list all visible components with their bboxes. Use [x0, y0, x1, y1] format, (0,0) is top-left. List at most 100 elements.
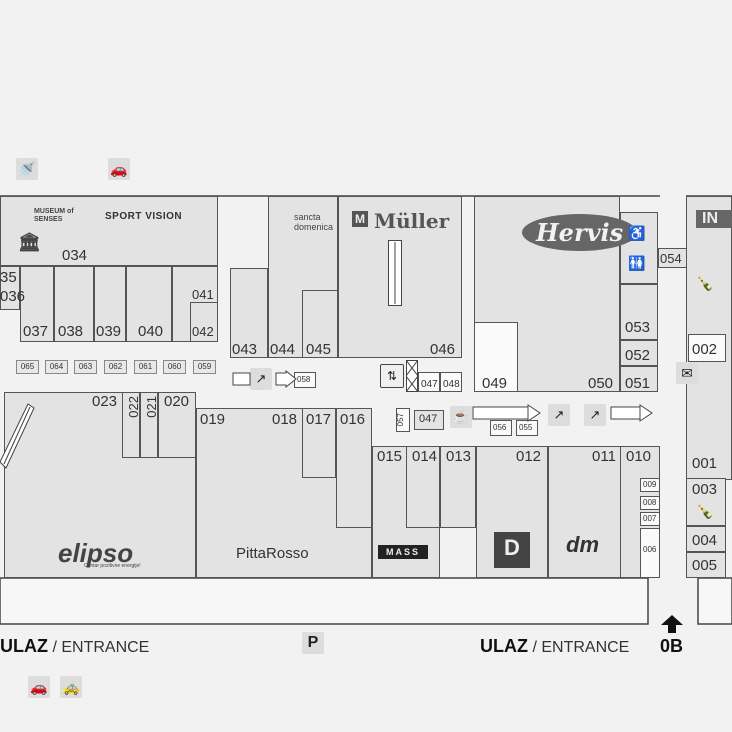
store-number: 052 — [625, 347, 651, 364]
store-017[interactable] — [302, 408, 336, 478]
store-040[interactable] — [126, 266, 172, 342]
store-number: 049 — [482, 375, 508, 392]
store-number: 004 — [692, 532, 718, 549]
store-number: 041 — [192, 287, 214, 302]
store-008[interactable] — [640, 496, 660, 510]
kiosk-065[interactable]: 065 — [16, 360, 39, 374]
store-035-036[interactable] — [0, 266, 20, 310]
store-number: 011 — [592, 448, 616, 465]
store-number: 053 — [625, 319, 651, 336]
store-037[interactable] — [20, 266, 54, 342]
store-number: 002 — [692, 341, 718, 358]
store-number: 016 — [340, 411, 366, 428]
store-number: 051 — [625, 375, 651, 392]
store-number: 012 — [516, 448, 542, 465]
store-number: 020 — [164, 393, 190, 410]
kiosk-062[interactable]: 062 — [104, 360, 127, 374]
store-038[interactable] — [54, 266, 94, 342]
entrance-corridor-right — [697, 577, 732, 625]
store-number: 036 — [0, 288, 26, 305]
store-number: 003 — [692, 481, 718, 498]
store-002[interactable] — [688, 334, 726, 362]
store-number: 008 — [643, 498, 657, 507]
arrow-up-icon — [661, 615, 683, 633]
store-number: 007 — [643, 514, 657, 523]
store-009[interactable] — [640, 478, 660, 492]
kiosk-064[interactable]: 064 — [45, 360, 68, 374]
brand-sport-vision: SPORT VISION — [105, 211, 183, 222]
taxi-icon: 🚕 — [60, 676, 82, 698]
bottles-icon: 🍾 — [696, 502, 714, 519]
store-043[interactable] — [230, 268, 268, 358]
store-049-inner — [474, 322, 518, 392]
kiosk-061[interactable]: 061 — [134, 360, 157, 374]
coffee-icon: ☕ — [450, 406, 472, 428]
store-number: 056 — [493, 423, 507, 432]
store-057[interactable] — [396, 408, 410, 432]
store-039[interactable] — [94, 266, 126, 342]
store-047[interactable] — [418, 372, 440, 392]
brand-mass: MASS — [378, 545, 429, 559]
store-020[interactable] — [158, 392, 196, 458]
store-007[interactable] — [640, 512, 660, 526]
kiosk-060[interactable]: 060 — [163, 360, 186, 374]
kiosk-063[interactable]: 063 — [74, 360, 97, 374]
store-006[interactable] — [640, 528, 660, 578]
store-number: 013 — [446, 448, 472, 465]
store-number: 040 — [138, 323, 164, 340]
store-number: 009 — [643, 480, 657, 489]
store-number: 037 — [23, 323, 49, 340]
store-number: 034 — [62, 247, 88, 264]
store-number: 044 — [270, 341, 296, 358]
store-047b[interactable] — [414, 410, 444, 430]
store-number: 018 — [272, 411, 298, 428]
store-004[interactable] — [686, 526, 726, 552]
brand-dm: dm — [566, 532, 599, 557]
store-number: 019 — [200, 411, 226, 428]
store-052[interactable] — [620, 340, 658, 366]
muller-logo-icon: M — [352, 211, 368, 227]
store-number: 047 — [419, 413, 438, 425]
stairs-icon — [406, 360, 418, 392]
store-number: 014 — [412, 448, 438, 465]
entrance-left-sub: / ENTRANCE — [48, 639, 150, 656]
entrance-left-label: ULAZ / ENTRANCE — [0, 636, 149, 657]
wheelchair-icon: ♿ — [628, 224, 646, 241]
store-003[interactable] — [686, 478, 726, 526]
store-number: 001 — [692, 455, 718, 472]
store-021[interactable] — [140, 392, 158, 458]
store-number: 005 — [692, 557, 718, 574]
escalator-icon: ↗ — [548, 404, 570, 426]
arrow-right-icon — [275, 370, 297, 388]
store-051[interactable] — [620, 366, 658, 392]
store-number: 045 — [306, 341, 332, 358]
kiosk-059[interactable]: 059 — [193, 360, 216, 374]
car-wash-icon: 🚿 — [16, 158, 38, 180]
bottles-icon: 🍾 — [696, 274, 714, 291]
store-005[interactable] — [686, 552, 726, 578]
store-022[interactable] — [122, 392, 140, 458]
store-045[interactable] — [302, 290, 338, 358]
brand-pittarosso: PittaRosso — [236, 545, 309, 562]
store-number: 017 — [306, 411, 332, 428]
parking-icon: P — [302, 632, 324, 654]
store-042[interactable] — [190, 302, 218, 342]
entrance-right-bold: ULAZ — [480, 636, 528, 656]
store-048[interactable] — [440, 372, 462, 392]
store-number: 048 — [443, 379, 460, 390]
store-sport-vision-area[interactable] — [95, 196, 218, 266]
brand-deichmann: D — [494, 532, 530, 568]
restroom-icon: 🚻 — [628, 254, 646, 271]
store-number: 047 — [421, 379, 438, 390]
store-number: 023 — [92, 393, 118, 410]
store-013[interactable] — [440, 446, 476, 528]
mail-icon: ✉ — [676, 362, 698, 384]
escalator-icon: ↗ — [584, 404, 606, 426]
store-014[interactable] — [406, 446, 440, 528]
store-053[interactable] — [620, 284, 658, 340]
store-055[interactable] — [516, 420, 538, 436]
store-016[interactable] — [336, 408, 372, 528]
store-number: 006 — [643, 545, 657, 554]
store-056[interactable] — [490, 420, 512, 436]
